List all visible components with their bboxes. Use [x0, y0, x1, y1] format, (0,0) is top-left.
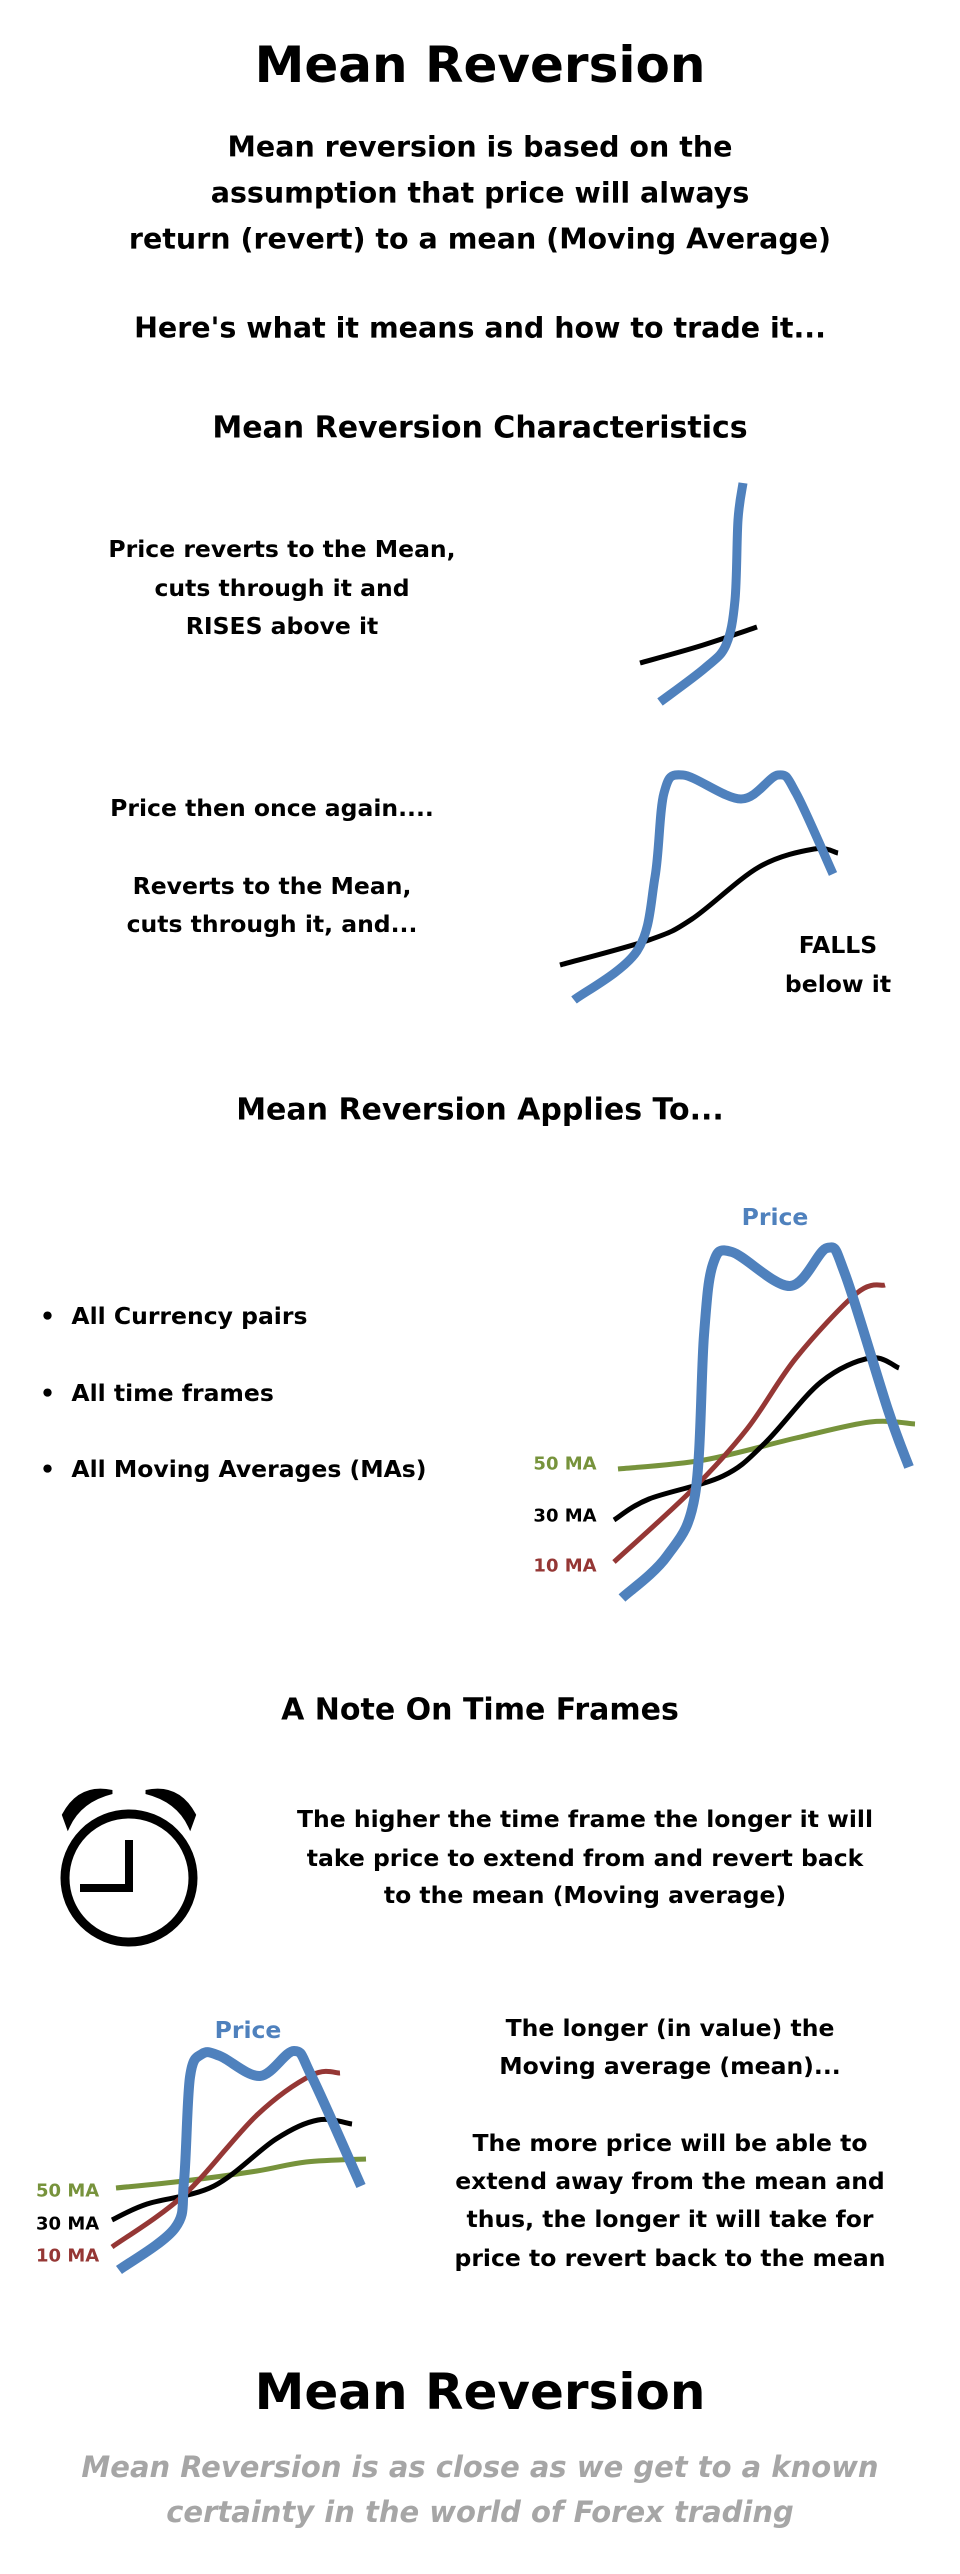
lead-text: Here's what it means and how to trade it…: [134, 311, 826, 345]
bullet-item: • All Moving Averages (MAs): [40, 1455, 427, 1483]
falls-label: below it: [784, 970, 892, 998]
ma50-line: [115, 2156, 367, 2191]
alarm-clock-icon: [60, 1788, 198, 1947]
footer-title: Mean Reversion: [254, 2363, 706, 2421]
intro-line: Mean reversion is based on the: [227, 130, 733, 164]
characteristics-heading: Mean Reversion Characteristics: [212, 410, 748, 446]
ma50-line: [617, 1418, 916, 1472]
timeframe-text: take price to extend from and revert bac…: [306, 1844, 864, 1872]
price-line: [618, 1242, 914, 1602]
block1-line: Price reverts to the Mean,: [108, 535, 456, 563]
block1-line: RISES above it: [185, 612, 379, 640]
ma10-label: 10 MA: [533, 1555, 597, 1577]
bullet-item: • All Currency pairs: [40, 1302, 308, 1330]
timeframe-text: The higher the time frame the longer it …: [296, 1805, 874, 1833]
tagline: Mean Reversion is as close as we get to …: [81, 2450, 879, 2484]
ma30-label: 30 MA: [533, 1505, 597, 1527]
timeframe-text: to the mean (Moving average): [383, 1881, 787, 1909]
applies-heading: Mean Reversion Applies To...: [236, 1092, 724, 1128]
bullet-text: All Moving Averages (MAs): [71, 1455, 427, 1483]
price-label: Price: [214, 2016, 282, 2044]
price-line: [116, 2046, 366, 2275]
tagline: certainty in the world of Forex trading: [166, 2495, 794, 2529]
ma-length-text: Moving average (mean)...: [499, 2052, 841, 2080]
mean-line: [639, 624, 758, 666]
intro-line: assumption that price will always: [210, 176, 750, 210]
ma30-label: 30 MA: [36, 2213, 100, 2235]
ma30-line: [110, 2116, 353, 2223]
price-label: Price: [741, 1203, 809, 1231]
ma50-label: 50 MA: [36, 2180, 100, 2202]
bullet-text: All time frames: [71, 1379, 274, 1407]
block2-line: cuts through it, and...: [126, 910, 418, 938]
ma10-label: 10 MA: [36, 2245, 100, 2267]
extend-text: The more price will be able to: [472, 2129, 868, 2157]
timeframes-heading: A Note On Time Frames: [281, 1692, 679, 1728]
ma30-line: [612, 1355, 901, 1523]
ma10-line: [110, 2068, 341, 2250]
block1-line: cuts through it and: [154, 574, 410, 602]
extend-text: extend away from the mean and: [455, 2167, 885, 2195]
ma50-label: 50 MA: [533, 1453, 597, 1475]
mean-line: [559, 845, 839, 968]
extend-text: price to revert back to the mean: [454, 2244, 886, 2272]
bullet-item: • All time frames: [40, 1379, 274, 1407]
price-line: [571, 770, 838, 1004]
extend-text: thus, the longer it will take for: [466, 2205, 874, 2233]
bullet-text: All Currency pairs: [71, 1302, 308, 1330]
page-title: Mean Reversion: [254, 36, 706, 94]
block2-line: Price then once again....: [110, 794, 434, 822]
ma-length-text: The longer (in value) the: [505, 2014, 835, 2042]
price-line: [657, 482, 748, 706]
block2-line: Reverts to the Mean,: [132, 872, 412, 900]
ma10-line: [612, 1282, 886, 1564]
intro-line: return (revert) to a mean (Moving Averag…: [128, 222, 832, 256]
falls-label: FALLS: [798, 931, 878, 959]
